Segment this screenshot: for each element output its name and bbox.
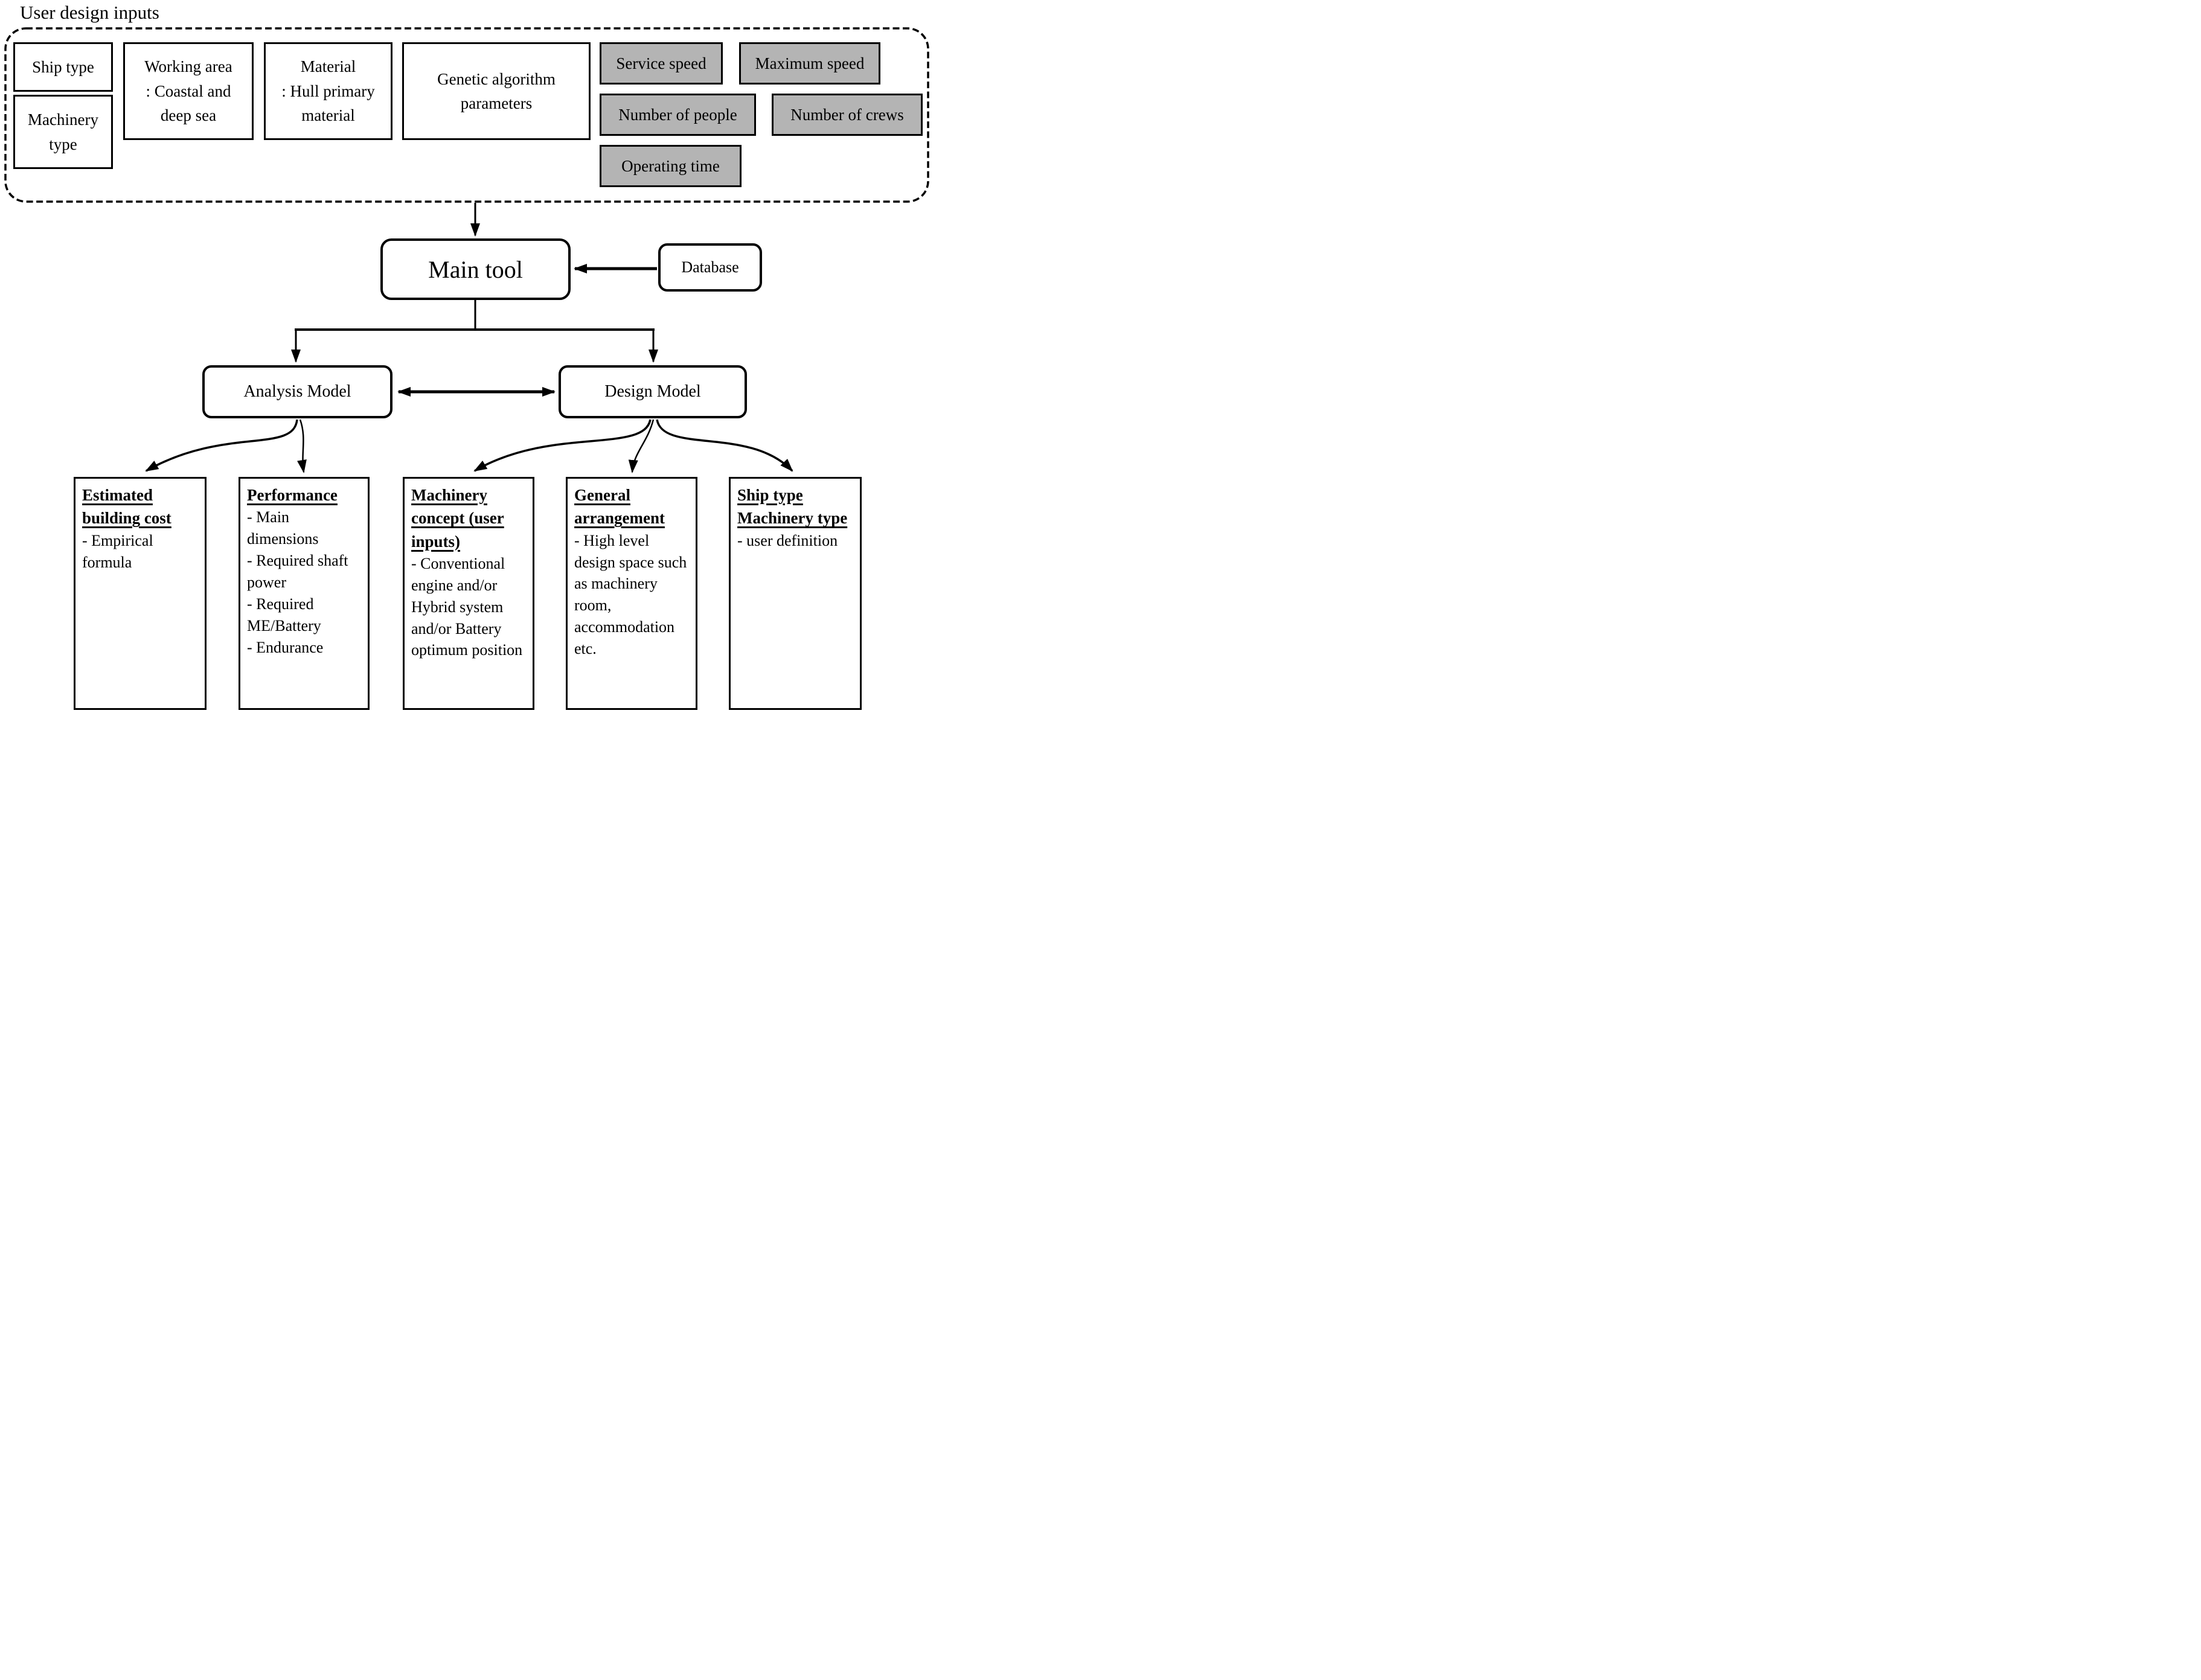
- node-design-model: Design Model: [559, 365, 747, 418]
- node-analysis-model: Analysis Model: [202, 365, 392, 418]
- box-machinery-type: Machinery type: [13, 95, 113, 169]
- output-item: - Empirical formula: [82, 531, 153, 571]
- arrow-analysis-to-performance: [297, 419, 307, 473]
- output-box-estimated-building-cost: Estimated building cost - Empirical form…: [74, 477, 207, 710]
- output-item: - High level design space such as machin…: [574, 531, 687, 658]
- box-ship-type: Ship type: [13, 42, 113, 92]
- output-title: General arrangement: [574, 486, 665, 528]
- output-item: - Required shaft power: [247, 552, 348, 591]
- arrow-design-to-general-arrangement: [628, 419, 655, 473]
- output-box-machinery-concept: Machinery concept (user inputs) - Conven…: [403, 477, 534, 710]
- node-main-tool: Main tool: [380, 238, 571, 300]
- arrow-design-to-ship-machinery-type: [656, 419, 793, 472]
- output-box-general-arrangement: General arrangement - High level design …: [566, 477, 697, 710]
- output-title: Performance: [247, 486, 338, 504]
- output-item: - Required ME/Battery: [247, 595, 321, 634]
- node-database: Database: [658, 243, 762, 292]
- output-title: Ship type Machinery type: [737, 486, 848, 528]
- arrow-analysis-to-estimated-cost: [145, 419, 298, 472]
- output-box-ship-machinery-type: Ship type Machinery type - user definiti…: [729, 477, 862, 710]
- output-box-performance: Performance - Main dimensions - Required…: [239, 477, 370, 710]
- arrow-design-to-machinery-concept: [473, 419, 652, 472]
- box-genetic-algorithm-parameters: Genetic algorithm parameters: [402, 42, 591, 140]
- output-item: - Endurance: [247, 638, 324, 656]
- box-number-of-crews: Number of crews: [772, 94, 923, 136]
- output-title: Machinery concept (user inputs): [411, 486, 504, 551]
- diagram-title: User design inputs: [20, 2, 159, 23]
- box-service-speed: Service speed: [600, 42, 723, 85]
- output-item: - user definition: [737, 531, 838, 549]
- box-material: Material : Hull primary material: [264, 42, 392, 140]
- diagram-canvas: User design inputs Ship type Machinery t…: [0, 0, 933, 712]
- box-working-area: Working area : Coastal and deep sea: [123, 42, 254, 140]
- output-title: Estimated building cost: [82, 486, 171, 528]
- output-item: - Main dimensions: [247, 508, 319, 548]
- box-operating-time: Operating time: [600, 145, 742, 187]
- output-item: - Conventional engine and/or Hybrid syst…: [411, 554, 523, 659]
- box-maximum-speed: Maximum speed: [739, 42, 880, 85]
- box-number-of-people: Number of people: [600, 94, 756, 136]
